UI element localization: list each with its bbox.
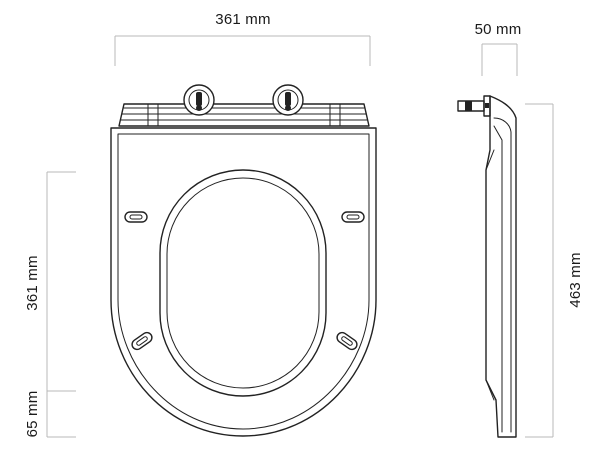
seat-front-view bbox=[110, 84, 377, 437]
bumper-bottom-right bbox=[336, 331, 358, 351]
hinge-left bbox=[183, 84, 215, 116]
side-profile-line-4 bbox=[485, 379, 495, 401]
seat-length-label: 361 mm bbox=[24, 255, 41, 310]
seat-side-view bbox=[457, 95, 517, 438]
front-extension-label: 65 mm bbox=[24, 391, 41, 438]
total-length-label: 463 mm bbox=[567, 252, 584, 307]
side-profile-line-1 bbox=[493, 117, 512, 433]
hinge-bar bbox=[118, 103, 370, 127]
bumper-bottom-left bbox=[131, 331, 153, 351]
side-profile-line-2 bbox=[493, 125, 503, 433]
bumper-top-left bbox=[124, 211, 148, 223]
hinge-right bbox=[272, 84, 304, 116]
bumper-top-right bbox=[341, 211, 365, 223]
seat-opening-inner bbox=[166, 177, 320, 389]
dimension-side-depth: 50 mm bbox=[475, 21, 522, 76]
dimension-right-vertical: 463 mm bbox=[525, 103, 584, 438]
top-width-label: 361 mm bbox=[215, 11, 270, 28]
side-hinge bbox=[457, 95, 491, 117]
dimension-left-vertical: 361 mm 65 mm bbox=[24, 171, 76, 438]
side-depth-label: 50 mm bbox=[475, 21, 522, 38]
seat-outer-outline bbox=[110, 127, 377, 437]
side-profile-line-3 bbox=[485, 149, 495, 171]
dimension-top-width: 361 mm bbox=[114, 11, 371, 66]
seat-inner-rim bbox=[117, 133, 370, 430]
seat-opening-outer bbox=[159, 169, 327, 397]
